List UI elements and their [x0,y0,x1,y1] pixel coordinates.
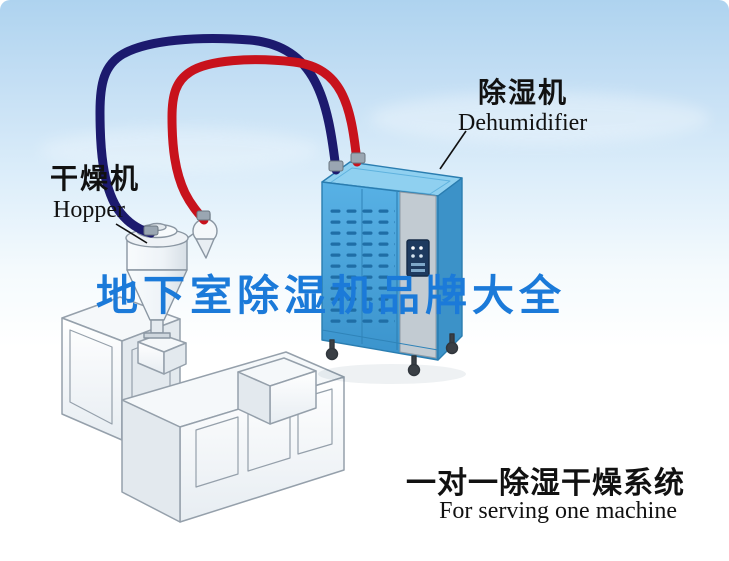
pointer-line-hopper [115,223,148,244]
cloud-streaks [40,92,710,172]
hopper-label-en: Hopper [53,197,125,224]
caption-en: For serving one machine [439,498,677,524]
hopper-label: 干燥机 Hopper [50,164,140,224]
watermark-title: 地下室除湿机品牌大全 [96,271,567,320]
dehumidifier-shadow [318,364,466,384]
dehumidifier-label-cn: 除湿机 [478,76,569,109]
pipe-fittings [143,152,366,236]
dehumidifier-illustration [321,161,463,377]
extruder-illustration [61,296,345,523]
dehumidifier-label: 除湿机 Dehumidifier [458,78,587,137]
dehumidifier-label-en: Dehumidifier [458,110,588,137]
pipe-red [167,55,362,225]
pointer-line-dehumidifier [439,130,467,170]
hopper-label-cn: 干燥机 [50,162,141,195]
caption-cn: 一对一除湿干燥系统 [406,466,685,501]
